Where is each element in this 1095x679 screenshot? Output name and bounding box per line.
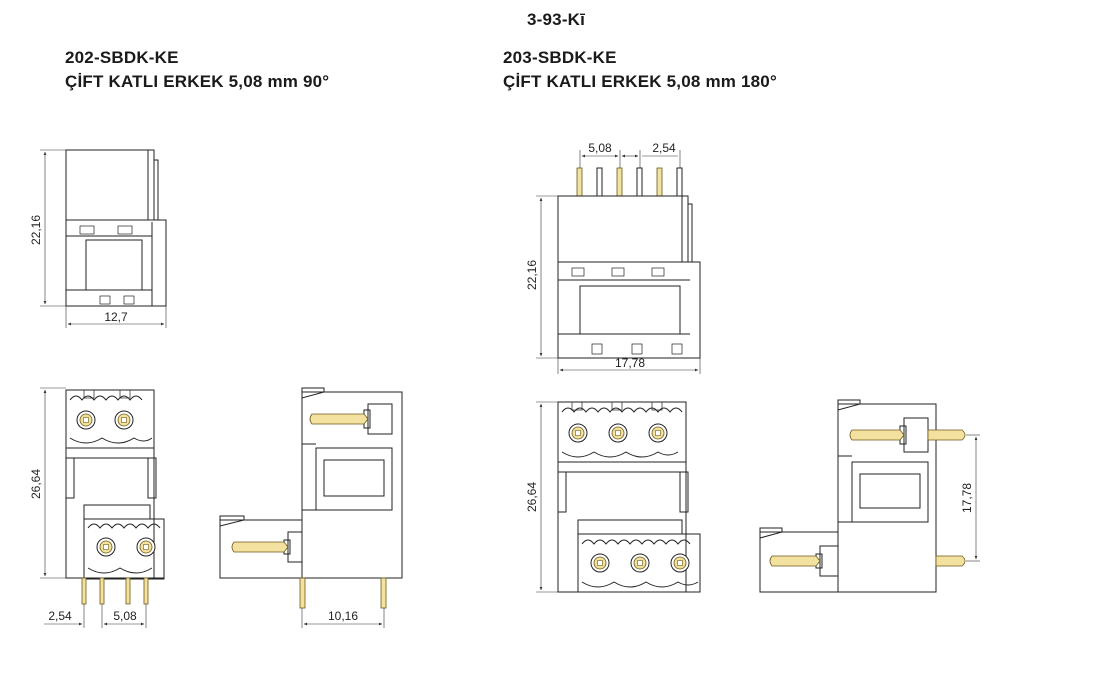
left-dim-width-label: 12,7: [104, 310, 128, 324]
right-dim-bottom-height: 26,64: [525, 401, 558, 593]
left-dim-width: 12,7: [65, 306, 167, 328]
left-dim-side-width-label: 10,16: [328, 609, 358, 623]
left-dim-height-label: 22,16: [29, 215, 43, 245]
right-product-code: 203-SBDK-KE: [503, 48, 617, 67]
left-front-view: [65, 149, 167, 307]
left-product-code: 202-SBDK-KE: [65, 48, 179, 67]
right-title: 203-SBDK-KE ÇİFT KATLI ERKEK 5,08 mm 180…: [503, 48, 777, 92]
left-dim-bottom-height: 26,64: [29, 387, 66, 579]
right-dim-pitch: 5,08 2,54: [579, 141, 681, 168]
right-top-view: [557, 401, 701, 593]
right-dim-width-label: 17,78: [615, 356, 645, 370]
right-front-view: [557, 167, 701, 359]
left-dim-bottom-height-label: 26,64: [29, 469, 43, 499]
right-dim-width: 17,78: [557, 356, 701, 374]
right-dim-pitch-a-label: 5,08: [588, 141, 612, 155]
left-dim-height: 22,16: [29, 149, 66, 307]
right-dim-pitch-b-label: 2,54: [652, 141, 676, 155]
left-dim-pitch: 2,54 5,08: [44, 604, 147, 628]
left-side-view: [219, 387, 403, 609]
left-dim-side-width: 10,16: [301, 608, 385, 628]
right-dim-height: 22,16: [525, 195, 558, 359]
left-product-name: ÇİFT KATLI ERKEK 5,08 mm 90°: [65, 72, 330, 91]
right-dim-bottom-height-label: 26,64: [525, 482, 539, 512]
right-side-view: [759, 399, 966, 593]
right-dim-side-height-label: 17,78: [960, 483, 974, 513]
left-dim-pitch-a-label: 2,54: [48, 609, 72, 623]
right-dim-side-height: 17,78: [960, 434, 980, 562]
left-top-view: [65, 389, 165, 605]
left-title: 202-SBDK-KE ÇİFT KATLI ERKEK 5,08 mm 90°: [65, 48, 329, 92]
right-product-name: ÇİFT KATLI ERKEK 5,08 mm 180°: [503, 72, 777, 91]
left-dim-pitch-b-label: 5,08: [113, 609, 137, 623]
right-dim-height-label: 22,16: [525, 260, 539, 290]
header-code: 3-93-Kī: [527, 10, 586, 29]
